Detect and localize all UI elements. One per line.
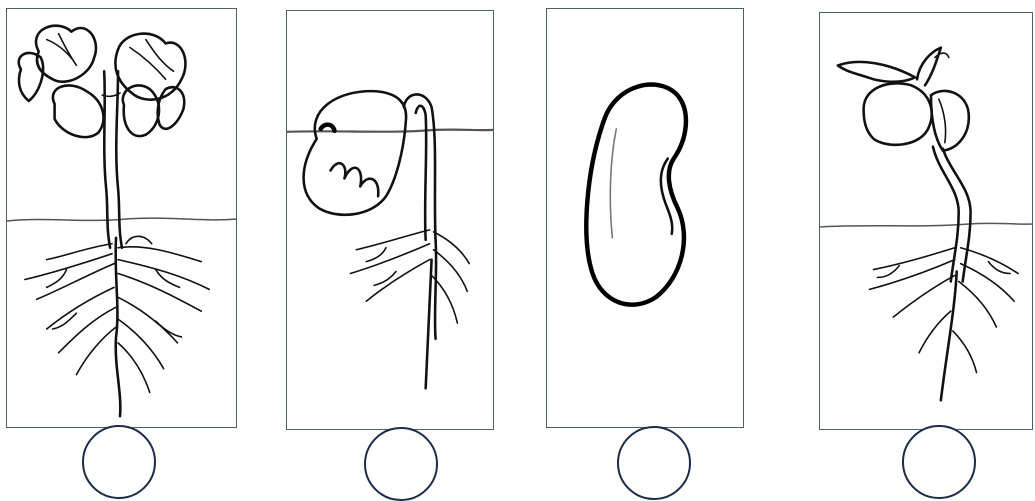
answer-circle-4[interactable] xyxy=(902,425,976,499)
panel-young-seedling xyxy=(819,12,1033,430)
full-grown-seedling-illustration xyxy=(7,9,236,427)
answer-circle-3[interactable] xyxy=(617,426,691,500)
panel-full-grown-seedling xyxy=(6,8,237,428)
emerging-seedling-illustration xyxy=(287,11,493,429)
answer-circle-2[interactable] xyxy=(364,427,438,501)
panel-bean-seed xyxy=(546,8,744,428)
young-seedling-illustration xyxy=(820,13,1032,429)
panel-emerging-seedling xyxy=(286,10,494,430)
answer-circle-1[interactable] xyxy=(82,425,156,499)
bean-seed-illustration xyxy=(547,9,743,427)
